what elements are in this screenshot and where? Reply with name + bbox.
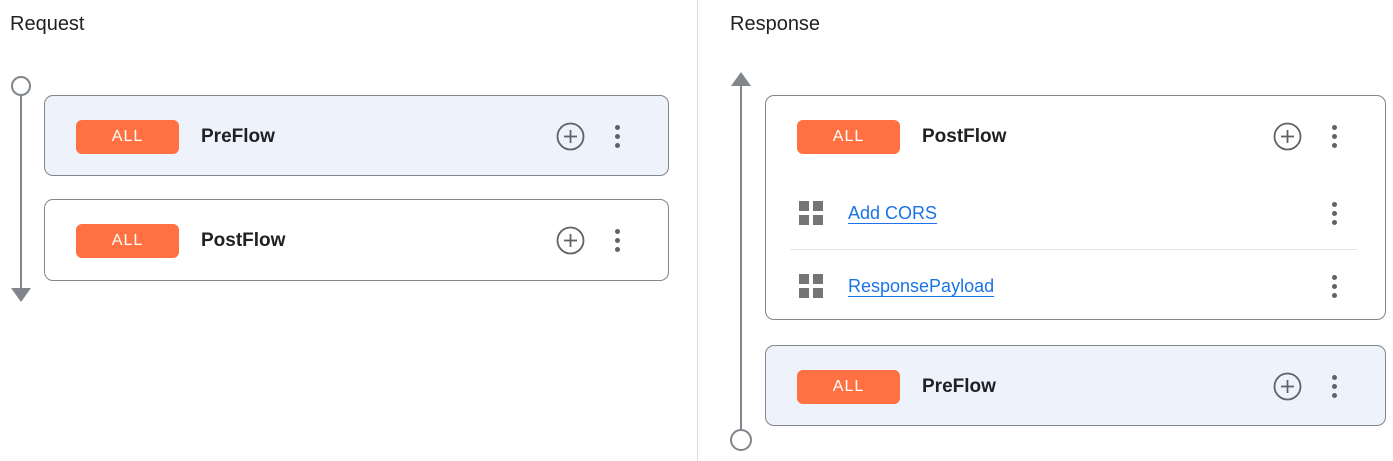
flow-menu-button[interactable] [1327,372,1341,401]
flow-name: PreFlow [201,125,275,147]
flow-menu-button[interactable] [610,226,624,255]
flow-name: PreFlow [922,375,996,397]
add-policy-button[interactable] [1273,372,1302,401]
kebab-vertical-icon [1331,201,1337,207]
condition-badge: ALL [76,119,179,154]
flow-menu-button[interactable] [1327,122,1341,151]
policy-grid-icon [799,201,823,225]
condition-badge: ALL [76,223,179,258]
column-divider [697,0,698,461]
policy-divider [790,249,1357,250]
flow-name: PostFlow [922,125,1007,147]
policy-link-responsepayload[interactable]: ResponsePayload [848,275,995,296]
condition-badge: ALL [797,119,900,154]
kebab-vertical-icon [1331,125,1337,130]
policy-menu-button[interactable] [1327,272,1341,301]
policy-row-responsepayload: ResponsePayload [766,250,1385,322]
kebab-vertical-icon [1331,375,1337,380]
plus-circle-icon [556,226,585,255]
flow-header: ALL PostFlow [45,200,668,281]
condition-badge: ALL [797,369,900,404]
kebab-vertical-icon [614,229,620,234]
response-flow-arrow-up [730,72,752,451]
response-column-title: Response [730,13,821,35]
policy-menu-button[interactable] [1327,199,1341,228]
policy-link-add-cors[interactable]: Add CORS [848,202,938,223]
flow-name: PostFlow [201,229,286,251]
flow-header: ALL PostFlow [766,96,1385,177]
request-column-title: Request [10,13,85,35]
plus-circle-icon [1273,122,1302,151]
flow-header: ALL PreFlow [45,96,668,177]
flow-menu-button[interactable] [610,122,624,151]
add-policy-button[interactable] [556,226,585,255]
request-flow-arrow-down [11,76,31,302]
flow-card-request-postflow[interactable]: ALL PostFlow [44,199,669,281]
plus-circle-icon [1273,372,1302,401]
flow-card-request-preflow[interactable]: ALL PreFlow [44,95,669,176]
add-policy-button[interactable] [1273,122,1302,151]
policy-grid-icon [799,274,823,298]
policy-row-add-cors: Add CORS [766,177,1385,249]
add-policy-button[interactable] [556,122,585,151]
flow-card-response-postflow[interactable]: ALL PostFlow Add CORS Respons [765,95,1386,320]
kebab-vertical-icon [614,125,620,130]
flow-card-response-preflow[interactable]: ALL PreFlow [765,345,1386,426]
kebab-vertical-icon [1331,274,1337,280]
plus-circle-icon [556,122,585,151]
flow-header: ALL PreFlow [766,346,1385,427]
